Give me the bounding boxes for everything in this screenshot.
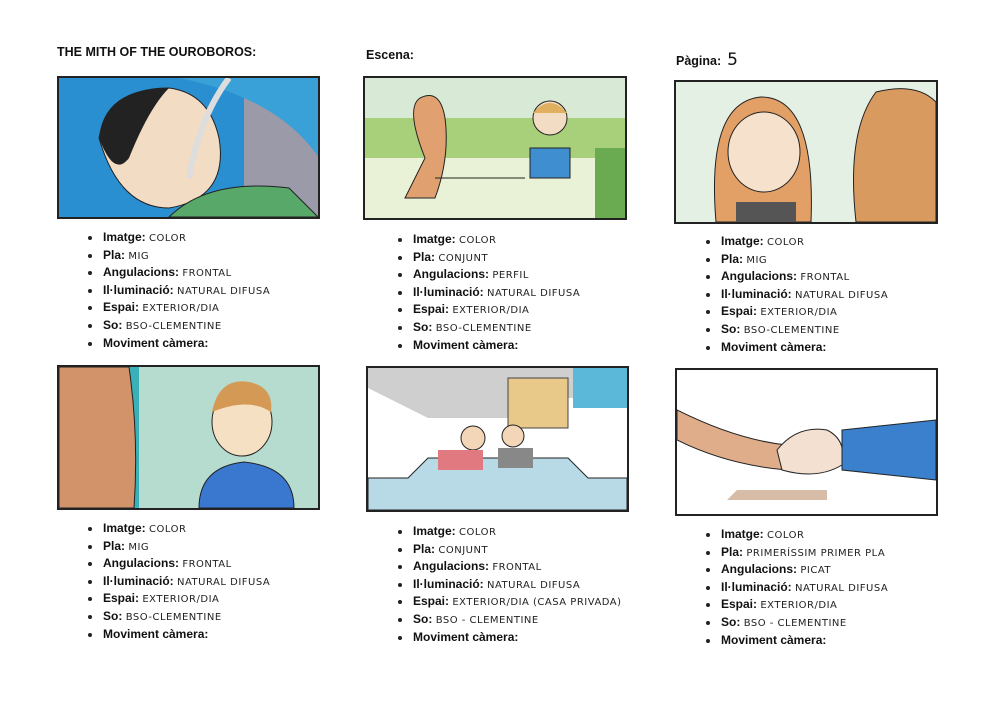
- detail-sound: So: BSO-CLEMENTINE: [398, 319, 580, 337]
- detail-sound: So: BSO-CLEMENTINE: [706, 321, 888, 339]
- sketch-smiling-girl: [676, 82, 936, 222]
- sketch-two-children-kneeling: [365, 78, 625, 218]
- detail-sound: So: BSO - CLEMENTINE: [706, 614, 888, 632]
- shot-details-2: Imatge: COLOR Pla: CONJUNT Angulacions: …: [398, 231, 580, 354]
- detail-space: Espai: EXTERIOR/DIA: [88, 299, 270, 317]
- detail-lighting: Il·luminació: NATURAL DIFUSA: [706, 579, 888, 597]
- detail-image: Imatge: COLOR: [706, 233, 888, 251]
- detail-space: Espai: EXTERIOR/DIA (CASA PRIVADA): [398, 593, 622, 611]
- detail-shot: Pla: PRIMERÍSSIM PRIMER PLA: [706, 544, 888, 562]
- detail-image: Imatge: COLOR: [88, 229, 270, 247]
- sketch-sleeping-face: [59, 78, 318, 217]
- detail-image: Imatge: COLOR: [88, 520, 270, 538]
- detail-shot: Pla: CONJUNT: [398, 249, 580, 267]
- detail-shot: Pla: MIG: [706, 251, 888, 269]
- shot-details-3: Imatge: COLOR Pla: MIG Angulacions: FRON…: [706, 233, 888, 356]
- detail-sound: So: BSO-CLEMENTINE: [88, 317, 270, 335]
- detail-image: Imatge: COLOR: [706, 526, 888, 544]
- detail-image: Imatge: COLOR: [398, 523, 622, 541]
- storyboard-panel-3: [674, 80, 938, 224]
- shot-details-1: Imatge: COLOR Pla: MIG Angulacions: FRON…: [88, 229, 270, 352]
- detail-lighting: Il·luminació: NATURAL DIFUSA: [398, 576, 622, 594]
- detail-angle: Angulacions: PERFIL: [398, 266, 580, 284]
- detail-lighting: Il·luminació: NATURAL DIFUSA: [706, 286, 888, 304]
- storyboard-panel-6: [675, 368, 938, 516]
- storyboard-panel-4: [57, 365, 320, 510]
- storyboard-panel-1: [57, 76, 320, 219]
- page-indicator: Pàgina: 5: [676, 50, 738, 70]
- detail-lighting: Il·luminació: NATURAL DIFUSA: [88, 282, 270, 300]
- detail-lighting: Il·luminació: NATURAL DIFUSA: [398, 284, 580, 302]
- page-label: Pàgina:: [676, 54, 722, 68]
- detail-space: Espai: EXTERIOR/DIA: [706, 303, 888, 321]
- storyboard-panel-2: [363, 76, 627, 220]
- sketch-car-view-two-girls: [368, 368, 627, 510]
- detail-shot: Pla: MIG: [88, 247, 270, 265]
- detail-angle: Angulacions: FRONTAL: [88, 555, 270, 573]
- detail-angle: Angulacions: FRONTAL: [706, 268, 888, 286]
- detail-camera: Moviment càmera:: [88, 335, 270, 353]
- detail-space: Espai: EXTERIOR/DIA: [706, 596, 888, 614]
- storyboard-title: THE MITH OF THE OUROBOROS:: [57, 45, 257, 59]
- detail-camera: Moviment càmera:: [88, 626, 270, 644]
- detail-sound: So: BSO - CLEMENTINE: [398, 611, 622, 629]
- scene-label: Escena:: [366, 48, 414, 62]
- detail-shot: Pla: CONJUNT: [398, 541, 622, 559]
- detail-image: Imatge: COLOR: [398, 231, 580, 249]
- detail-shot: Pla: MIG: [88, 538, 270, 556]
- shot-details-5: Imatge: COLOR Pla: CONJUNT Angulacions: …: [398, 523, 622, 646]
- detail-camera: Moviment càmera:: [706, 339, 888, 357]
- detail-angle: Angulacions: FRONTAL: [88, 264, 270, 282]
- sketch-holding-hands: [677, 370, 936, 514]
- detail-angle: Angulacions: FRONTAL: [398, 558, 622, 576]
- detail-space: Espai: EXTERIOR/DIA: [88, 590, 270, 608]
- detail-space: Espai: EXTERIOR/DIA: [398, 301, 580, 319]
- detail-lighting: Il·luminació: NATURAL DIFUSA: [88, 573, 270, 591]
- shot-details-6: Imatge: COLOR Pla: PRIMERÍSSIM PRIMER PL…: [706, 526, 888, 649]
- detail-camera: Moviment càmera:: [398, 629, 622, 647]
- shot-details-4: Imatge: COLOR Pla: MIG Angulacions: FRON…: [88, 520, 270, 643]
- storyboard-panel-5: [366, 366, 629, 512]
- page-number: 5: [727, 50, 738, 70]
- detail-angle: Angulacions: PICAT: [706, 561, 888, 579]
- detail-sound: So: BSO-CLEMENTINE: [88, 608, 270, 626]
- detail-camera: Moviment càmera:: [706, 632, 888, 650]
- sketch-smiling-boy: [59, 367, 318, 508]
- detail-camera: Moviment càmera:: [398, 337, 580, 355]
